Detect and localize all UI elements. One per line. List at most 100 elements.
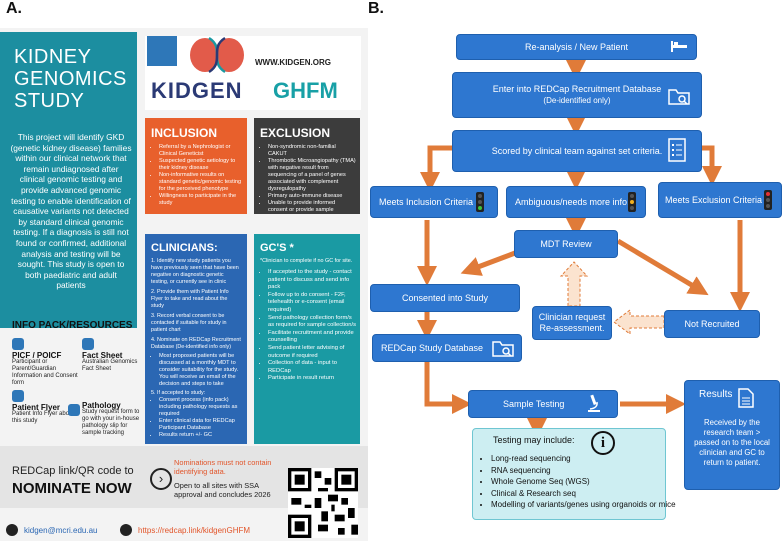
consented-box: Consented into Study [370, 284, 520, 312]
exclusion-item: Thrombotic Microangiopathy (TMA) with ne… [268, 158, 356, 193]
gcs-item: Participate in result return [268, 375, 356, 383]
testing-item: Whole Genome Seq (WGS) [491, 476, 681, 488]
poster-title: KIDNEY GENOMICS STUDY [14, 46, 127, 112]
document-icon [12, 338, 24, 350]
consented-label: Consented into Study [401, 292, 489, 303]
info-pack-item: PICF / POICF Participant or Parent/Guard… [12, 352, 78, 387]
inclusion-title: INCLUSION [151, 126, 217, 140]
not-recruited-label: Not Recruited [684, 318, 740, 329]
clinician-bullet: Results return +/- GC [159, 432, 243, 439]
clinician-bullet: Consent process (info pack) including pa… [159, 397, 243, 418]
redcap-recruitment-box: Enter into REDCap Recruitment Database (… [452, 72, 702, 118]
reassessment-label: Clinician request Re-assessment. [538, 312, 606, 333]
hospital-bed-icon [671, 41, 687, 52]
qr-code-icon[interactable] [288, 468, 358, 538]
microscope-icon [588, 394, 600, 412]
ambiguous-box: Ambiguous/needs more info. [506, 186, 646, 218]
arrow [698, 145, 722, 186]
exclusion-criteria-box: Meets Exclusion Criteria [658, 182, 782, 218]
reassessment-box: Clinician request Re-assessment. [532, 306, 612, 340]
exclusion-item: Non-syndromic non-familial CAKUT [268, 144, 356, 158]
scored-box: Scored by clinical team against set crit… [452, 130, 702, 172]
gcs-item: Follow up to do consent - F2F, telehealt… [268, 292, 356, 315]
document-icon [738, 388, 754, 408]
traffic-light-red-icon [764, 190, 772, 210]
website-label: WWW.KIDGEN.ORG [255, 58, 331, 67]
ambiguous-label: Ambiguous/needs more info. [515, 196, 630, 207]
redcap-recruitment-sublabel: (De-identified only) [543, 96, 611, 105]
nominate-intro: REDCap link/QR code to [12, 465, 134, 477]
inclusion-criteria-label: Meets Inclusion Criteria [379, 196, 474, 207]
arrow [460, 250, 516, 276]
clinician-step: 4. Nominate on REDCap Recruitment Databa… [151, 337, 241, 350]
clinician-bullet: Enter clinical data for REDCap Participa… [159, 418, 243, 432]
pathology-icon [68, 404, 80, 416]
clinician-step: 5. If accepted to study: [151, 390, 206, 396]
gcs-note: *Clinician to complete if no GC for site… [260, 258, 353, 264]
info-pack-item-desc: Patient Info Flyer about this study [12, 411, 75, 424]
results-body: Received by the research team > passed o… [694, 418, 770, 467]
info-pack-item: Patient Flyer Patient Info Flyer about t… [12, 404, 78, 425]
ssa-note: Open to all sites with SSA approval and … [174, 481, 271, 499]
reassess-arrow [559, 261, 589, 307]
arrow [616, 238, 709, 296]
exclusion-criteria-label: Meets Exclusion Criteria [665, 194, 763, 205]
reanalysis-label: Re-analysis / New Patient [524, 41, 629, 52]
email-icon [6, 524, 18, 536]
checklist-icon [668, 138, 686, 162]
logo-area: WWW.KIDGEN.ORG KIDGEN GHFM [145, 36, 361, 110]
people-icon [12, 390, 24, 402]
exclusion-item: Unable to provide informed consent or pr… [268, 200, 356, 214]
gcs-item: Send pathology collection form/s as requ… [268, 315, 356, 330]
panel-label-a: A. [6, 0, 22, 17]
testing-item: RNA sequencing [491, 465, 681, 477]
info-pack-item-name: Pathology [82, 401, 121, 410]
folder-search-icon [492, 341, 514, 357]
folder-search-icon [668, 89, 690, 105]
panel-label-b: B. [368, 0, 384, 17]
dna-kidney-logo-icon [147, 36, 244, 74]
testing-title: Testing may include: [493, 435, 575, 445]
mdt-review-label: MDT Review [540, 238, 592, 249]
clinician-step: 1. Identify new study patients you have … [151, 258, 239, 285]
reanalysis-box: Re-analysis / New Patient [456, 34, 697, 60]
inclusion-item: Suspected genetic aetiology to their kid… [159, 158, 243, 172]
inclusion-item: Non-informative results on standard gene… [159, 172, 243, 193]
gcs-box: GC'S * *Clinician to complete if no GC f… [254, 234, 360, 444]
exclusion-item: Primary auto-immune disease [268, 193, 356, 200]
testing-item: Clinical & Research seq [491, 488, 681, 500]
kidgen-logo: KIDGEN [151, 78, 243, 103]
info-icon: i [591, 431, 615, 455]
testing-info-box: Testing may include: i Long-read sequenc… [472, 428, 676, 520]
study-intro-panel: KIDNEY GENOMICS STUDY This project will … [0, 32, 137, 328]
redcap-link[interactable]: https://redcap.link/kidgenGHFM [138, 526, 251, 535]
link-icon [120, 524, 132, 536]
gcs-item: Send patient letter advising of outcome … [268, 345, 356, 360]
exclusion-title: EXCLUSION [260, 126, 331, 140]
nomination-warning: Nominations must not contain identifying… [174, 458, 272, 476]
info-pack-item-name: PICF / POICF [12, 351, 62, 360]
nominate-now: NOMINATE NOW [12, 480, 132, 497]
study-description: This project will identify GKD (genetic … [10, 132, 132, 291]
arrow-right-icon: › [150, 468, 172, 490]
testing-item: Long-read sequencing [491, 453, 681, 465]
sample-testing-box: Sample Testing [468, 390, 618, 418]
contact-email[interactable]: kidgen@mcri.edu.au [24, 526, 98, 535]
info-pack-item: Pathology Study request form to go with … [82, 402, 142, 437]
clinician-bullet: Most proposed patients will be discussed… [159, 353, 243, 388]
gcs-item: If accepted to the study - contact patie… [268, 269, 356, 292]
exclusion-box: EXCLUSION Non-syndromic non-familial CAK… [254, 118, 360, 214]
sample-testing-label: Sample Testing [503, 398, 565, 409]
info-pack-item-desc: Participant or Parent/Guardian Informati… [12, 359, 78, 386]
info-pack-title: INFO PACK/RESOURCES [12, 320, 133, 331]
study-database-box: REDCap Study Database [372, 334, 522, 362]
info-pack-item: Fact Sheet Australian Genomics Fact Shee… [82, 352, 138, 373]
reassess-arrow [613, 309, 665, 335]
arrow [420, 145, 462, 192]
ghfm-logo: GHFM [273, 78, 338, 103]
gcs-item: Collection of data - input to REDCap [268, 360, 356, 375]
clinicians-box: CLINICIANS: 1. Identify new study patien… [145, 234, 247, 444]
scored-label: Scored by clinical team against set crit… [491, 145, 663, 156]
inclusion-box: INCLUSION Referral by a Nephrologist or … [145, 118, 247, 214]
fact-sheet-icon [82, 338, 94, 350]
